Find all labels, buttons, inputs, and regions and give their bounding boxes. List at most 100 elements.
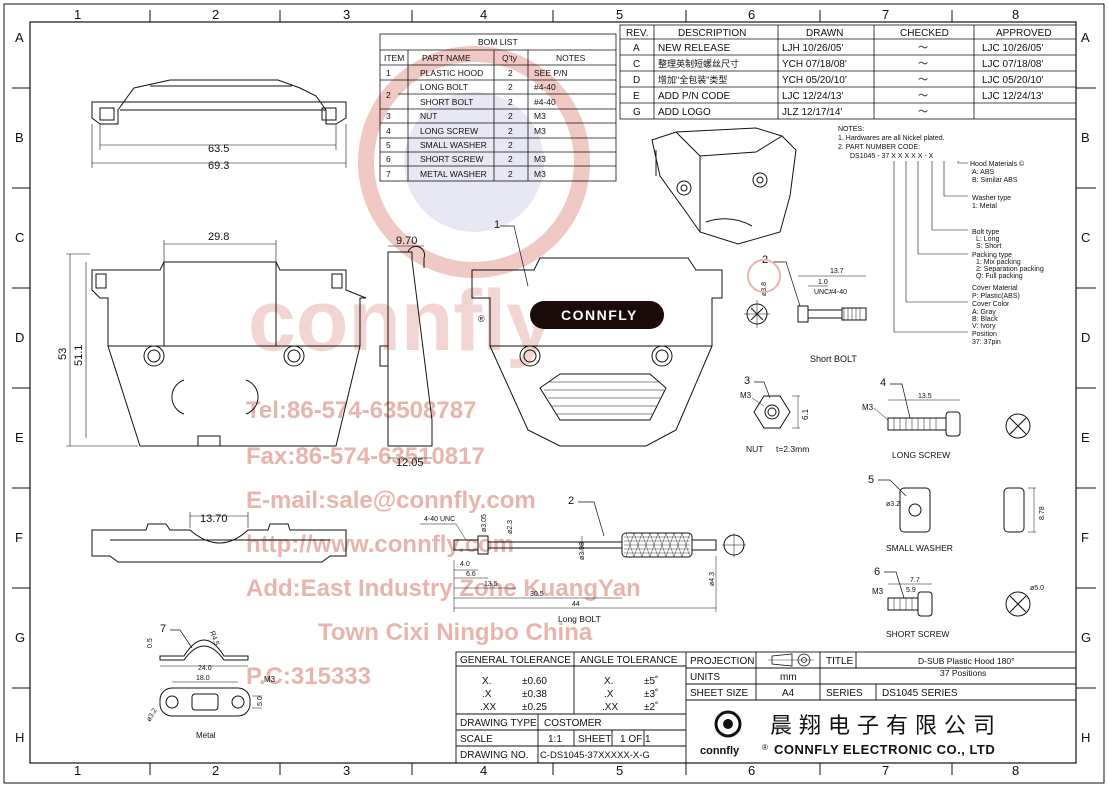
hood-logo-badge: CONNFLY ® xyxy=(478,301,664,329)
rev-checked: ～ xyxy=(918,107,928,118)
ss-m3: M3 xyxy=(872,587,884,596)
svg-text:1: 1 xyxy=(494,219,500,231)
svg-text:2: 2 xyxy=(568,495,574,507)
hood-isometric xyxy=(651,127,797,245)
callout-7: 7 xyxy=(160,623,193,649)
rev-desc: ADD P/N CODE xyxy=(658,91,731,102)
rev-checked: ～ xyxy=(918,43,928,54)
sheet-size-value: A4 xyxy=(782,688,795,699)
bom-notes: M3 xyxy=(534,154,546,164)
col-label-5b: 5 xyxy=(616,763,623,778)
col-label-2b: 2 xyxy=(212,763,219,778)
units-value: mm xyxy=(780,672,797,683)
bom-part: LONG SCREW xyxy=(420,126,478,136)
dim-63-5: 63.5 xyxy=(208,143,229,155)
lb-3-05: ø3.05 xyxy=(481,514,488,532)
rev-header-desc: DESCRIPTION xyxy=(678,28,746,39)
rev-approved: LJC 10/26/05' xyxy=(982,43,1043,54)
bom-qty: 2 xyxy=(508,169,513,179)
bom-notes: M3 xyxy=(534,169,546,179)
bom-item: 4 xyxy=(386,126,391,136)
col-label-7: 7 xyxy=(882,7,889,22)
projection-label: PROJECTION xyxy=(690,656,754,667)
row-label-e-r: E xyxy=(1081,430,1090,445)
washer-type-1: 1: Metal xyxy=(972,203,997,210)
callout-4: 4 xyxy=(880,377,911,419)
row-label-g: G xyxy=(15,630,25,645)
bom-qty: 2 xyxy=(508,126,513,136)
mw-0-5: 0.5 xyxy=(147,638,154,648)
rev-row: D xyxy=(633,75,640,86)
bom-part: SHORT SCREW xyxy=(420,154,483,164)
row-label-c: C xyxy=(15,230,24,245)
lb-44: 44 xyxy=(572,601,580,608)
dim-12-05: 12.05 xyxy=(396,457,424,469)
watermark-brand: connfly xyxy=(248,273,554,369)
lb-13-5: 13.5 xyxy=(484,581,498,588)
lb-2-3: ø2.3 xyxy=(507,520,514,534)
tol-a-val: ±3˚ xyxy=(644,688,658,700)
callout-2b: 2 xyxy=(568,495,605,537)
hood-front-view xyxy=(66,240,367,447)
rev-row: E xyxy=(633,91,640,102)
small-washer-drawing xyxy=(899,487,1036,533)
sw-3-2: ø3.2 xyxy=(886,501,900,508)
ss-7-7: 7.7 xyxy=(910,577,920,584)
row-label-b: B xyxy=(15,130,24,145)
tol-g-val: ±0.38 xyxy=(522,689,547,700)
mw-m3: M3 xyxy=(264,675,276,684)
mw-18-0: 18.0 xyxy=(196,675,210,682)
rev-approved: LJC 12/24/13' xyxy=(982,91,1043,102)
watermark: connfly Tel:86-574-63508787 Fax:86-574-6… xyxy=(246,46,641,690)
callout-3: 3 xyxy=(744,375,771,399)
ss-5-0: ø5.0 xyxy=(1030,585,1044,592)
rev-desc: 增加"全包装"类型 xyxy=(658,74,727,85)
badge-text: CONNFLY xyxy=(561,307,638,323)
bom-qty: 2 xyxy=(508,68,513,78)
bom-qty: 2 xyxy=(508,97,513,107)
long-screw-drawing xyxy=(873,399,1031,439)
hood-materials-a: A: ABS xyxy=(972,169,995,176)
packing-type: Packing type xyxy=(972,252,1012,259)
packing-type-2: 2: Separation packing xyxy=(976,266,1044,273)
rev-approved: LJC 07/18/08' xyxy=(982,59,1043,70)
col-label-5: 5 xyxy=(616,7,623,22)
mw-24-0: 24.0 xyxy=(198,665,212,672)
mw-3-2: ø3.2 xyxy=(146,707,159,723)
bom-part: SMALL WASHER xyxy=(420,140,487,150)
revision-table: REV. DESCRIPTION DRAWN CHECKED APPROVED … xyxy=(619,24,1077,120)
row-label-d-r: D xyxy=(1081,330,1090,345)
rev-drawn: YCH 07/18/08' xyxy=(782,59,847,70)
watermark-web: http://www.connfly.com xyxy=(246,531,514,558)
nut-drawing xyxy=(751,395,800,429)
lb-4-3: ø4.3 xyxy=(709,572,716,586)
bom-qty: 2 xyxy=(508,82,513,92)
company-name-cn: 晨 翔 电 子 有 限 公 司 xyxy=(770,714,995,739)
drawing-type-value: COSTOMER xyxy=(544,718,602,729)
rev-row: A xyxy=(633,43,640,54)
callout-6: 6 xyxy=(874,566,905,599)
row-label-a-r: A xyxy=(1081,30,1090,45)
dim-sb-unc: UNC#4-40 xyxy=(814,289,847,296)
dim-53: 53 xyxy=(57,348,69,360)
grid-labels: 1 2 3 4 5 6 7 8 1 2 3 4 5 6 7 8 A B C D … xyxy=(15,7,1091,778)
row-label-e: E xyxy=(15,430,24,445)
hood-materials-b: B: Similar ABS xyxy=(972,177,1018,184)
tol-a-label: X. xyxy=(604,676,613,687)
svg-text:3: 3 xyxy=(744,375,750,387)
hood-materials: Hood Materials © xyxy=(970,160,1025,168)
rev-drawn: LJC 12/24/13' xyxy=(782,91,843,102)
registered-mark: ® xyxy=(478,314,485,324)
bolt-type-l: L: Long xyxy=(976,236,999,243)
rev-row: C xyxy=(633,59,640,70)
watermark-email: E-mail:sale@connfly.com xyxy=(246,487,536,514)
tol-a-label: .X xyxy=(604,689,614,700)
tol-g-val: ±0.60 xyxy=(522,676,547,687)
rev-approved: LJC 05/20/10' xyxy=(982,75,1043,86)
rev-drawn: JLZ 12/17/14' xyxy=(782,107,842,118)
packing-type-q: Q: Full packing xyxy=(976,273,1023,280)
dim-9-70: 9.70 xyxy=(396,235,417,247)
callout-5: 5 xyxy=(868,474,907,497)
cover-material-p: P: Plastic(ABS) xyxy=(972,293,1020,300)
position-37: 37: 37pin xyxy=(972,339,1001,346)
